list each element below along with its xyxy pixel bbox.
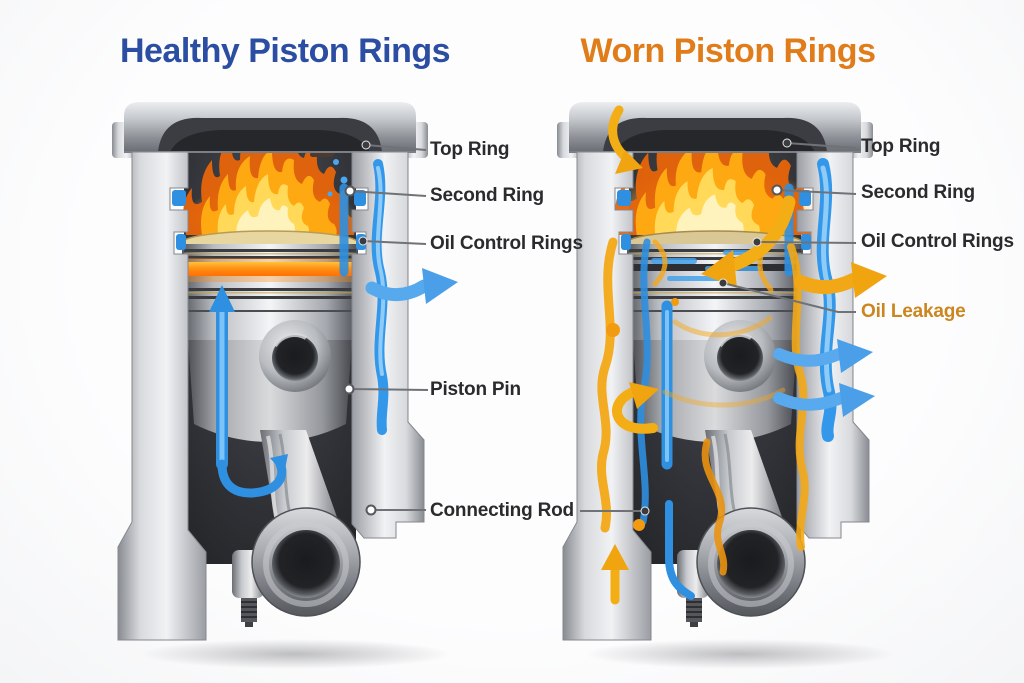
- coolant-oil-flow: [209, 183, 349, 498]
- cylinder-wall-right: [351, 151, 425, 539]
- leader-top-ring-left: [365, 144, 427, 151]
- sealed-flow-right-arrow: [365, 268, 458, 304]
- piston-pin-bore: [717, 335, 763, 381]
- cylinder-wall-left: [562, 151, 652, 641]
- combustion-flames: [609, 108, 821, 254]
- hot-compression-ring: [184, 262, 356, 276]
- leader-lines: [348, 142, 857, 512]
- blowby-arrows: [601, 105, 796, 605]
- label-top-ring-left: Top Ring: [430, 139, 510, 160]
- blowby-right-arrow-upper: [773, 339, 873, 373]
- oil-droplet: [671, 298, 679, 306]
- leader-oil-control-rings-right: [756, 241, 857, 244]
- worn-piston-cutaway: [557, 102, 895, 669]
- ground-shadow: [585, 639, 895, 669]
- leader-oil-control-rings-left: [362, 240, 427, 245]
- big-end-bore: [717, 530, 785, 598]
- big-end-bore: [272, 530, 340, 598]
- cylinder-wall-left: [117, 151, 207, 641]
- blowby-down-arrow-right: [701, 250, 737, 288]
- oil-droplet: [633, 519, 645, 531]
- label-oil-control-rings-right: Oil Control Rings: [861, 231, 1014, 252]
- leader-dots: [343, 138, 792, 516]
- fuel-spray-specks: [310, 152, 348, 197]
- connecting-rod: [232, 430, 361, 627]
- label-oil-control-rings-left: Oil Control Rings: [430, 233, 583, 254]
- healthy-piston-cutaway: [112, 102, 458, 669]
- label-oil-leakage: Oil Leakage: [861, 301, 966, 322]
- rod-bolt: [241, 598, 257, 627]
- oil-leak-right-arrow: [794, 262, 887, 298]
- blowby-right-arrow-lower: [773, 383, 875, 417]
- label-connecting-rod: Connecting Rod: [430, 500, 574, 521]
- ground-shadow: [140, 639, 450, 669]
- title-worn-piston-rings: Worn Piston Rings: [580, 32, 876, 70]
- leader-top-ring-right: [786, 142, 857, 149]
- leader-oil-leakage: [722, 282, 856, 313]
- title-healthy-piston-rings: Healthy Piston Rings: [119, 32, 451, 70]
- leader-piston-pin-left: [348, 388, 429, 391]
- cylinder-walls: [557, 102, 873, 641]
- oil-return-loop-arrow: [629, 382, 659, 409]
- connecting-rod: [677, 430, 806, 627]
- piston: [180, 230, 360, 442]
- cylinder-walls: [112, 102, 428, 641]
- oil-droplet: [606, 323, 620, 337]
- leader-second-ring-left: [349, 190, 427, 197]
- oil-up-arrow-bottom: [601, 544, 629, 570]
- oil-loop-arrow: [270, 454, 288, 474]
- label-second-ring-right: Second Ring: [861, 182, 975, 203]
- label-top-ring-right: Top Ring: [861, 136, 941, 157]
- cylinder-wall-right: [796, 151, 870, 539]
- label-second-ring-left: Second Ring: [430, 185, 544, 206]
- label-piston-pin: Piston Pin: [430, 379, 521, 400]
- leader-second-ring-right: [776, 189, 857, 195]
- piston-pin-bore: [272, 335, 318, 381]
- coolant-up-arrow: [209, 285, 235, 312]
- blowby-down-arrow-top-left: [615, 150, 643, 174]
- rod-bolt: [686, 598, 702, 627]
- piston: [626, 230, 804, 442]
